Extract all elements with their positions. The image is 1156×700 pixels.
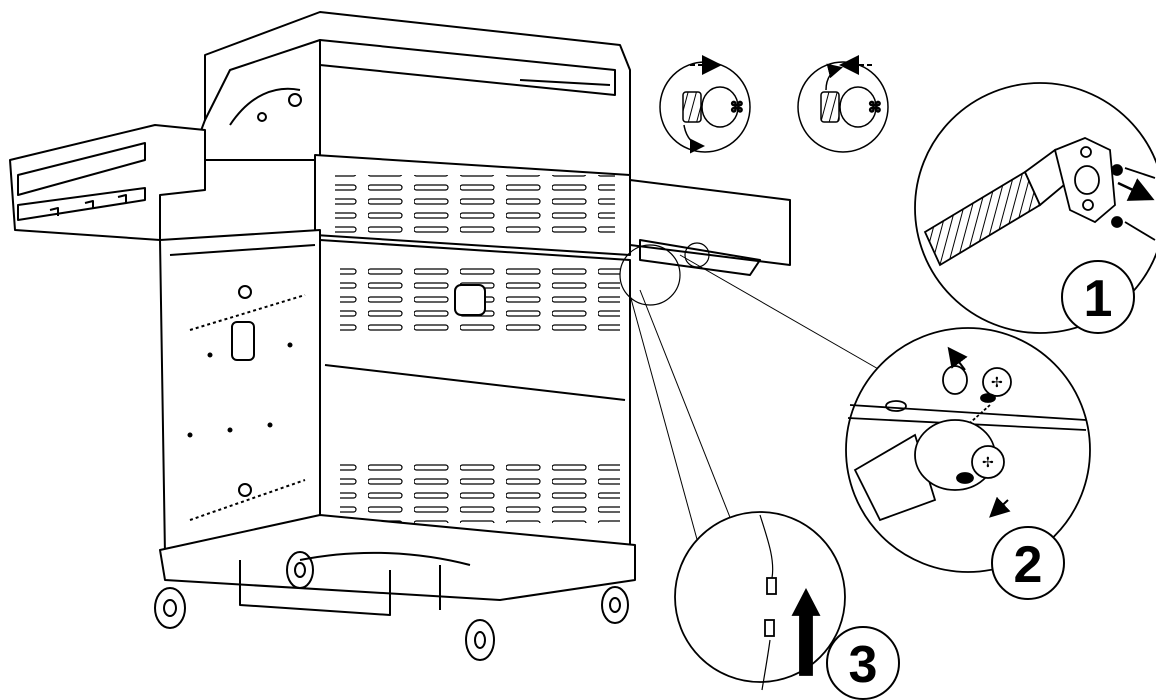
step-3-detail: 3 (674, 511, 900, 700)
cart-base (159, 514, 636, 601)
loosen-screw-detail: ⌘ (797, 55, 889, 153)
step-2-detail: ✢ ✢ 2 (845, 327, 1091, 600)
cabinet-left-side (159, 229, 321, 556)
grill-body (9, 11, 791, 661)
screw-head-icon: ⌘ (868, 100, 882, 116)
step-1-number: 1 (1084, 270, 1113, 328)
svg-text:✢: ✢ (982, 455, 994, 471)
step-3-number: 3 (849, 636, 878, 694)
right-side-shelf (629, 179, 791, 266)
step-1-detail: 1 (914, 82, 1156, 334)
step-2-number: 2 (1014, 536, 1043, 594)
left-side-shelf (9, 124, 206, 241)
screw-head-icon: ⌘ (730, 100, 744, 116)
tighten-screw-detail: ⌘ (659, 55, 751, 154)
svg-text:✢: ✢ (991, 375, 1003, 391)
caster-wheels (154, 551, 629, 661)
